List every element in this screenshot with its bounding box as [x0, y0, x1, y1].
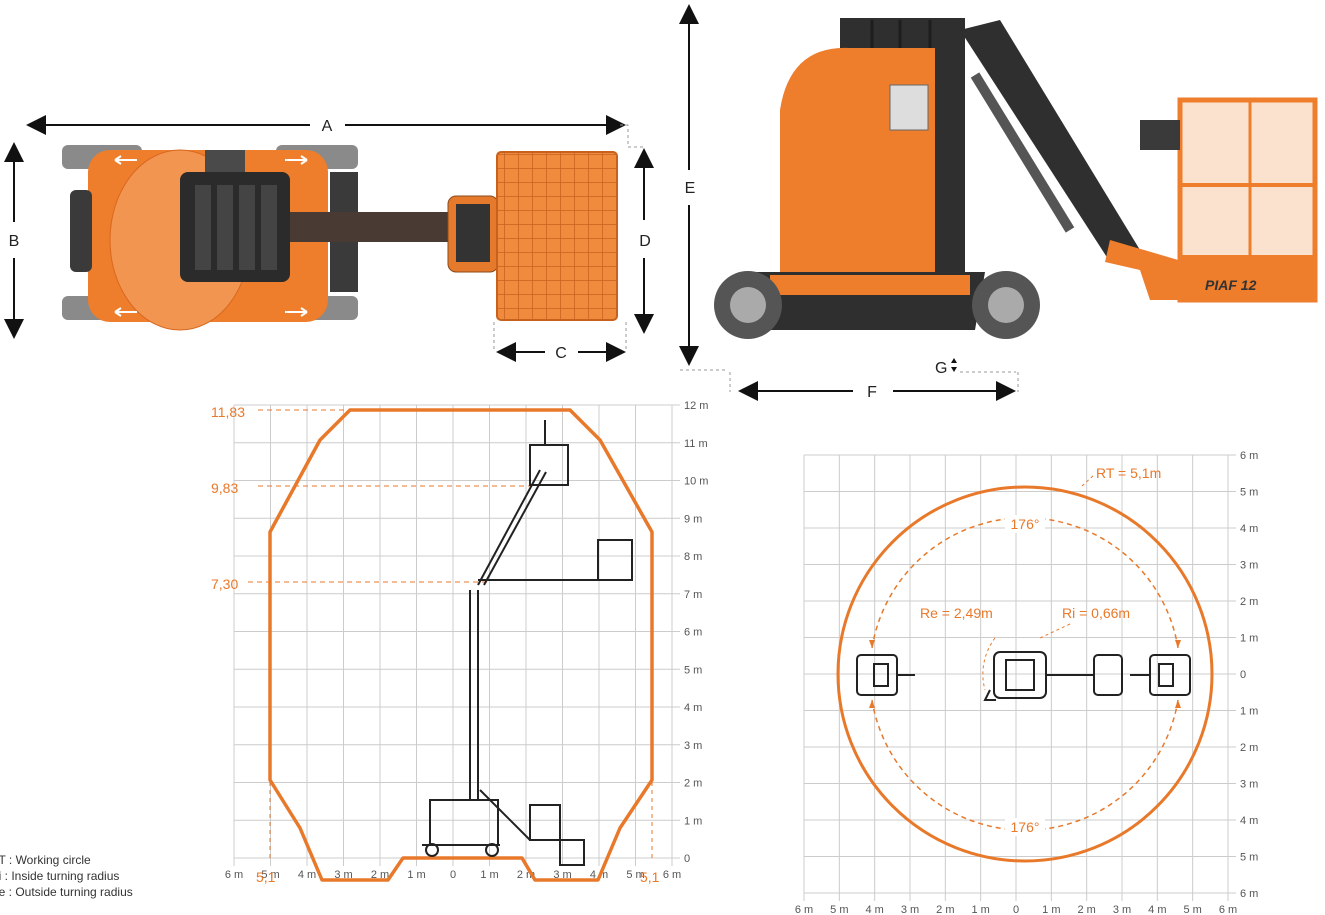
y-tick-label: 2 m	[684, 778, 702, 790]
top-angle-label: 176°	[1011, 516, 1040, 532]
dimension-d: D	[634, 148, 654, 334]
y-tick-label: 9 m	[684, 513, 702, 525]
turning-machine-silhouette	[856, 651, 1191, 701]
y-tick-label: 2 m	[1240, 596, 1258, 608]
y-tick-label: 2 m	[1240, 742, 1258, 754]
top-view-machine	[62, 145, 618, 331]
x-tick-label: 2 m	[1077, 904, 1095, 915]
x-tick-label: 1 m	[1042, 904, 1060, 915]
y-tick-label: 4 m	[684, 702, 702, 714]
y-tick-label: 8 m	[684, 551, 702, 563]
turning-diagram: 6 m 5 m 4 m 3 m 2 m 1 m 0 1 m 2 m 3 m 4 m 5 m 6 m 6 …	[795, 450, 1259, 915]
label-d: D	[639, 233, 651, 250]
label-b: B	[9, 233, 20, 250]
y-tick-label: 1 m	[1240, 633, 1258, 645]
dimension-b: B	[4, 142, 25, 339]
y-tick-label: 3 m	[1240, 560, 1258, 572]
x-tick-label: 1 m	[971, 904, 989, 915]
legend-ri: Ri : Inside turning radius	[0, 869, 120, 883]
x-tick-label: 5 m	[830, 904, 848, 915]
x-tick-label: 6 m	[795, 904, 813, 915]
y-tick-label: 1 m	[684, 815, 702, 827]
x-tick-label: 4 m	[1148, 904, 1166, 915]
x-tick-label: 2 m	[936, 904, 954, 915]
reach-diagram: 12 m 11 m 10 m 9 m 8 m 7 m 6 m 5 m 4 m 3 m 2 m 1 m 0…	[211, 400, 708, 885]
y-tick-label: 0	[684, 853, 690, 865]
bottom-angle-label: 176°	[1011, 819, 1040, 835]
x-tick-label: 3 m	[334, 869, 352, 881]
label-f: F	[867, 384, 877, 401]
label-c: C	[555, 345, 567, 362]
brand-label: PIAF 12	[1205, 277, 1257, 293]
x-tick-label: 1 m	[407, 869, 425, 881]
x-tick-label: 4 m	[865, 904, 883, 915]
x-tick-label: 1 m	[480, 869, 498, 881]
y-tick-label: 5 m	[1240, 852, 1258, 864]
y-tick-label: 11 m	[684, 438, 708, 450]
x-tick-label: 5 m	[626, 869, 644, 881]
y-tick-label: 3 m	[684, 740, 702, 752]
legend: RT : Working circle Ri : Inside turning …	[0, 852, 133, 900]
x-tick-label: 5 m	[261, 869, 279, 881]
side-view-machine: PIAF 12	[714, 18, 1318, 339]
reach-machine-silhouette	[422, 420, 633, 866]
x-tick-label: 3 m	[553, 869, 571, 881]
x-tick-label: 6 m	[1219, 904, 1237, 915]
y-tick-label: 5 m	[1240, 487, 1258, 499]
y-tick-label: 12 m	[684, 400, 708, 412]
left-reach-label: 5,1	[256, 869, 276, 885]
y-tick-label: 5 m	[684, 664, 702, 676]
label-a: A	[322, 118, 333, 135]
x-tick-label: 0	[1013, 904, 1019, 915]
x-tick-label: 0	[450, 869, 456, 881]
dimension-f: F	[729, 372, 1019, 401]
label-e: E	[685, 180, 696, 197]
height-label-low: 7,30	[211, 576, 238, 592]
y-tick-label: 10 m	[684, 476, 708, 488]
height-label-mid: 9,83	[211, 480, 238, 496]
y-tick-label: 6 m	[1240, 450, 1258, 462]
y-tick-label: 1 m	[1240, 706, 1258, 718]
y-tick-label: 6 m	[684, 627, 702, 639]
dimension-e: E	[679, 4, 728, 371]
height-label-top: 11,83	[211, 404, 245, 420]
x-tick-label: 2 m	[371, 869, 389, 881]
ri-label: Ri = 0,66m	[1062, 605, 1130, 621]
right-reach-label: 5,1	[640, 869, 660, 885]
x-tick-label: 6 m	[225, 869, 243, 881]
re-label: Re = 2,49m	[920, 605, 993, 621]
y-tick-label: 6 m	[1240, 888, 1258, 900]
y-tick-label: 4 m	[1240, 815, 1258, 827]
x-tick-label: 3 m	[1113, 904, 1131, 915]
y-tick-label: 3 m	[1240, 779, 1258, 791]
x-tick-label: 5 m	[1183, 904, 1201, 915]
legend-rt: RT : Working circle	[0, 853, 91, 867]
x-tick-label: 6 m	[663, 869, 681, 881]
y-tick-label: 4 m	[1240, 523, 1258, 535]
dimension-a: A	[26, 115, 644, 148]
x-tick-label: 4 m	[298, 869, 316, 881]
rt-label: RT = 5,1m	[1096, 465, 1161, 481]
dimension-g: G	[935, 358, 1016, 377]
label-g: G	[935, 360, 947, 377]
reach-envelope	[268, 408, 654, 882]
x-tick-label: 3 m	[901, 904, 919, 915]
working-circle	[836, 485, 1214, 863]
legend-re: Re : Outside turning radius	[0, 885, 133, 899]
dimension-c: C	[493, 322, 627, 362]
y-tick-label: 0	[1240, 669, 1246, 681]
y-tick-label: 7 m	[684, 589, 702, 601]
